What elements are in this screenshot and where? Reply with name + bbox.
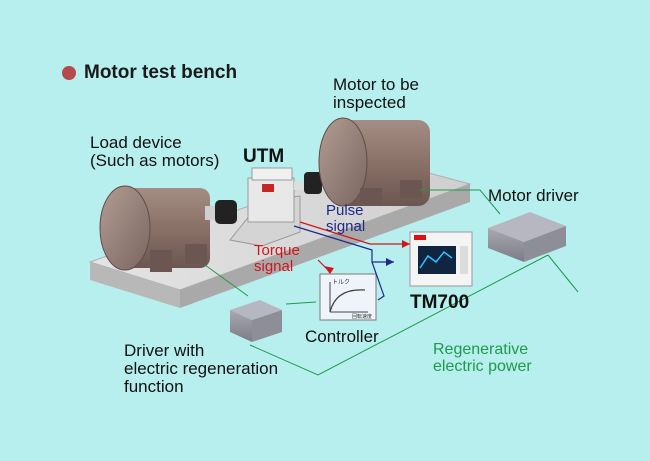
- controller-device: トルク 回転速度: [319, 273, 377, 321]
- coupling-right: [304, 172, 322, 194]
- page-title-text: Motor test bench: [84, 62, 238, 83]
- motor-driver-box: [488, 212, 566, 262]
- label-load-device: Load device (Such as motors): [90, 133, 220, 170]
- label-motor-inspected: Motor to be inspected: [333, 75, 419, 112]
- tm700-device: [409, 231, 473, 287]
- inspected-motor: [318, 117, 430, 207]
- label-driver-regen: Driver with electric regeneration functi…: [124, 341, 279, 396]
- torque-signal-line: [299, 221, 410, 274]
- page-title: Motor test bench: [62, 62, 237, 84]
- label-motor-driver: Motor driver: [488, 186, 579, 205]
- load-motor: [99, 185, 225, 272]
- utm-unit: [229, 167, 301, 247]
- bullet-icon: [62, 66, 76, 80]
- regen-driver-box: [230, 300, 282, 342]
- label-pulse-signal: Pulse signal: [326, 202, 366, 235]
- coupling-left: [215, 200, 237, 224]
- regen-power-line: [204, 189, 579, 376]
- label-regen-power: Regenerative electric power: [433, 341, 532, 375]
- label-controller: Controller: [305, 327, 379, 346]
- label-torque-signal: Torque signal: [254, 242, 300, 275]
- pulse-signal-line: [293, 225, 394, 301]
- controller-top-text: トルク: [332, 279, 350, 286]
- controller-bottom-text: 回転速度: [352, 313, 372, 320]
- label-tm700: TM700: [410, 292, 470, 313]
- label-utm: UTM: [243, 146, 285, 167]
